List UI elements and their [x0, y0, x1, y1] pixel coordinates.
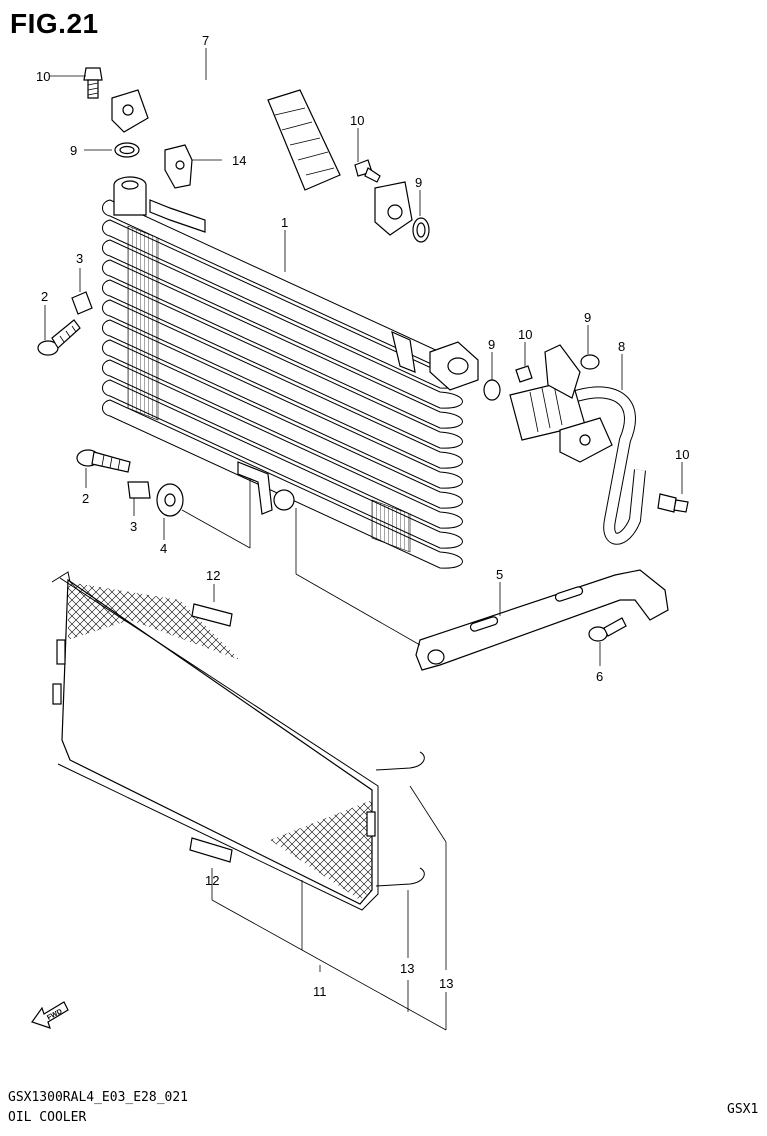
callout-label: 12 — [205, 873, 219, 888]
o-ring-9-mid — [483, 379, 501, 401]
model-tag: GSX1 — [727, 1102, 759, 1117]
callout-label: 2 — [82, 491, 89, 506]
bolt-2-mid — [76, 449, 131, 473]
oil-cooler-core — [102, 176, 479, 569]
pad-12-top — [191, 603, 233, 627]
bolt-6 — [588, 617, 627, 642]
cooler-tube — [102, 299, 463, 469]
o-ring-9-right — [580, 354, 600, 370]
callout-label: 1 — [281, 215, 288, 230]
callout-label: 10 — [36, 69, 50, 84]
fwd-label: FWD — [46, 1008, 63, 1022]
mesh-guard-11 — [51, 571, 425, 911]
cooler-tube — [102, 359, 463, 529]
callout-label: 3 — [76, 251, 83, 266]
callout-label: 9 — [415, 175, 422, 190]
bolt-10-lower-right — [657, 493, 689, 513]
cooler-tube — [102, 239, 463, 409]
callout-label: 3 — [130, 519, 137, 534]
callout-label: 10 — [675, 447, 689, 462]
callout-label: 11 — [313, 984, 327, 999]
callout-label: 2 — [41, 289, 48, 304]
callout-label: 9 — [488, 337, 495, 352]
callout-label: 13 — [400, 961, 414, 976]
callout-label: 9 — [584, 310, 591, 325]
forward-arrow-icon: FWD — [31, 1001, 69, 1029]
callout-label: 5 — [496, 567, 503, 582]
callout-label: 4 — [160, 541, 167, 556]
callout-label: 6 — [596, 669, 603, 684]
bolt-10-top-left — [83, 67, 103, 99]
figure-title: FIG.21 — [10, 8, 99, 39]
oil-cooler-exploded-diagram: 10 7 9 14 10 9 1 3 2 9 10 9 8 10 2 3 4 5… — [31, 33, 689, 1031]
callout-label: 12 — [206, 568, 220, 583]
callout-label: 10 — [350, 113, 364, 128]
cooler-tube — [102, 319, 463, 489]
bolt-2-top — [37, 319, 81, 356]
callout-label: 7 — [202, 33, 209, 48]
grommet-4 — [156, 483, 184, 517]
collar-3-top — [71, 291, 93, 315]
collar-3-mid — [127, 481, 151, 499]
bolt-10-mid — [515, 365, 533, 383]
cooler-tube — [102, 339, 463, 509]
cooler-tube — [102, 279, 463, 449]
callout-label: 14 — [232, 153, 246, 168]
cooler-tube — [102, 259, 463, 429]
figure-name: OIL COOLER — [8, 1110, 87, 1125]
callout-label: 8 — [618, 339, 625, 354]
bolt-10-hose-top — [354, 159, 381, 183]
bracket-5 — [415, 569, 669, 671]
callout-label: 9 — [70, 143, 77, 158]
oil-hose-7 — [111, 58, 413, 236]
pad-12-bottom — [189, 837, 233, 863]
oil-hose-8 — [509, 344, 646, 545]
callout-label: 10 — [518, 327, 532, 342]
figure-code: GSX1300RAL4_E03_E28_021 — [8, 1090, 189, 1105]
callout-label: 13 — [439, 976, 453, 991]
